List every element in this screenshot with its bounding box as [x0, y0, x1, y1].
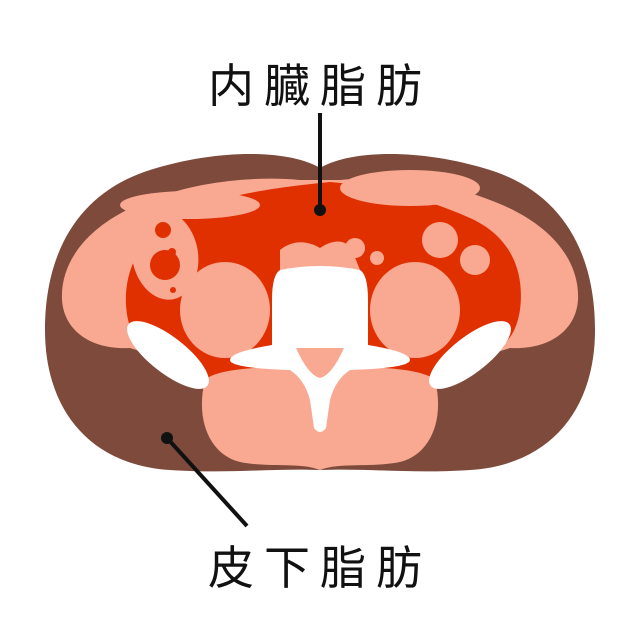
subcutaneous-fat-leader-line [165, 436, 249, 528]
visceral-fat-label: 内臓脂肪 [208, 59, 432, 113]
subcutaneous-fat-label: 皮下脂肪 [208, 541, 432, 595]
visceral-fat-marker [314, 204, 326, 216]
psoas-muscle-right [370, 262, 460, 358]
intestine [340, 170, 480, 206]
subcutaneous-fat-marker [161, 432, 173, 444]
iliac-bone-left [127, 321, 209, 389]
iliac-bone-right [429, 321, 511, 389]
psoas-muscle-left [180, 262, 270, 358]
intestine [120, 191, 260, 219]
spinal-canal [296, 348, 344, 378]
